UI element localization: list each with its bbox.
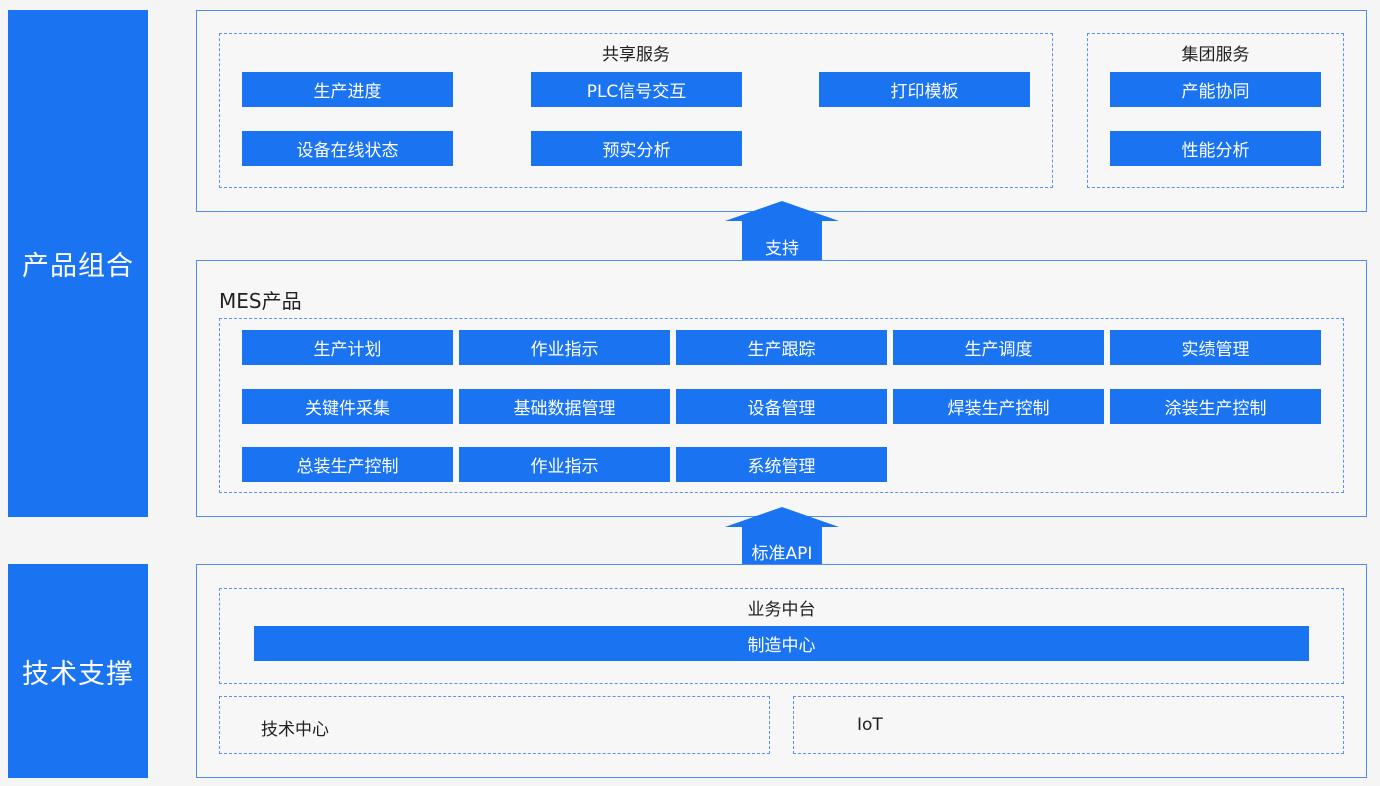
iot-group: [793, 696, 1344, 754]
business-platform-title: 业务中台: [747, 600, 816, 620]
group-services-group: [1087, 33, 1344, 188]
mes-item[interactable]: 作业指示: [459, 330, 670, 365]
business-platform-group: [219, 588, 1344, 684]
tech-support-sidebar: 技术支撑: [8, 564, 148, 778]
services-panel: [196, 10, 1367, 212]
mes-title: MES产品: [219, 289, 302, 313]
product-combo-label: 产品组合: [22, 251, 134, 282]
group-services-title: 集团服务: [1181, 45, 1250, 65]
shared-services-group: [219, 33, 1053, 188]
tech-support-label: 技术支撑: [22, 658, 134, 690]
shared-service-item[interactable]: 预实分析: [531, 131, 742, 166]
mes-item[interactable]: 涂装生产控制: [1110, 389, 1321, 424]
mes-item[interactable]: 实绩管理: [1110, 330, 1321, 365]
tech-center-group: [219, 696, 770, 754]
mes-item[interactable]: 总装生产控制: [242, 447, 453, 482]
mes-item[interactable]: 焊装生产控制: [893, 389, 1104, 424]
mes-item[interactable]: 基础数据管理: [459, 389, 670, 424]
shared-service-item[interactable]: 生产进度: [242, 72, 453, 107]
shared-service-item[interactable]: 设备在线状态: [242, 131, 453, 166]
manufacturing-center-bar[interactable]: 制造中心: [254, 626, 1309, 661]
mes-item[interactable]: 系统管理: [676, 447, 887, 482]
mes-item[interactable]: 作业指示: [459, 447, 670, 482]
product-combo-sidebar: 产品组合: [8, 10, 148, 517]
arrow-up-icon: [725, 201, 839, 221]
group-service-item[interactable]: 性能分析: [1110, 131, 1321, 166]
arrow-up-icon: [725, 507, 839, 527]
mes-items-group: [219, 318, 1344, 493]
shared-services-title: 共享服务: [602, 45, 670, 65]
mes-item[interactable]: 生产调度: [893, 330, 1104, 365]
iot-label: IoT: [857, 715, 883, 735]
mes-item[interactable]: 关键件采集: [242, 389, 453, 424]
group-service-item[interactable]: 产能协同: [1110, 72, 1321, 107]
tech-center-label: 技术中心: [261, 720, 329, 740]
shared-service-item[interactable]: 打印模板: [819, 72, 1030, 107]
tech-support-panel: [196, 564, 1367, 778]
mes-item[interactable]: 生产跟踪: [676, 330, 887, 365]
shared-service-item[interactable]: PLC信号交互: [531, 72, 742, 107]
mes-item[interactable]: 设备管理: [676, 389, 887, 424]
mes-item[interactable]: 生产计划: [242, 330, 453, 365]
